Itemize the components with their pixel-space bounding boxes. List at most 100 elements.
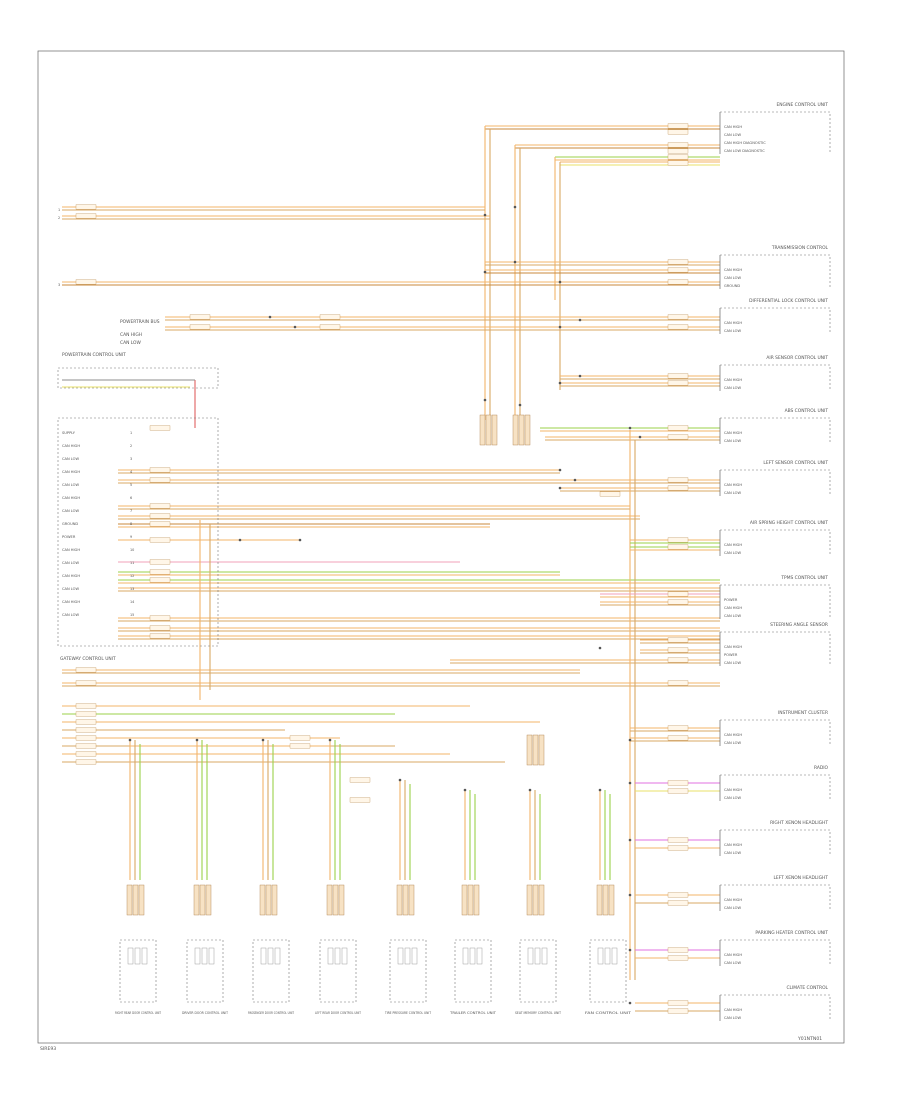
gateway-pin-number: 2: [130, 444, 132, 448]
inline-connector: [461, 884, 468, 916]
splice-dot: [628, 781, 632, 785]
module-title: ENGINE CONTROL UNIT: [776, 102, 828, 108]
inline-connector: [538, 734, 545, 766]
wire-tag: [149, 577, 171, 583]
gateway-pin-label: CAN HIGH: [62, 444, 80, 448]
module-pin-label: POWER: [724, 653, 738, 657]
module-pin: [327, 947, 334, 965]
gateway-pin-number: 12: [130, 574, 134, 578]
inline-connector: [396, 884, 403, 916]
module-pin-label: CAN LOW: [724, 551, 742, 555]
wire-tag: [319, 324, 341, 330]
gateway-pin-label: GROUND: [62, 522, 78, 526]
module-pin: [274, 947, 281, 965]
module-outline: [720, 884, 831, 911]
splice-dot: [293, 325, 297, 329]
module-outline: [454, 939, 492, 1003]
module-title: INSTRUMENT CLUSTER: [778, 710, 828, 716]
wire-tag: [667, 947, 689, 953]
left-low-label: CAN LOW: [120, 340, 141, 346]
module-title: LEFT XENON HEADLIGHT: [773, 875, 828, 881]
wire-tag: [667, 1000, 689, 1006]
gateway-pin-label: CAN LOW: [62, 483, 80, 487]
module-pin-label: CAN HIGH: [724, 543, 742, 547]
module-pin-label: CAN HIGH: [724, 843, 742, 847]
module-pin-label: CAN HIGH: [724, 321, 742, 325]
bottom-module-b6: TRAILER CONTROL UNIT: [449, 939, 497, 1015]
module-pin: [134, 947, 141, 965]
inline-connector: [602, 884, 609, 916]
module-pin-label: CAN LOW: [724, 439, 742, 443]
wire-tag: [289, 735, 311, 741]
wire-tag: [667, 477, 689, 483]
inline-connector: [138, 884, 145, 916]
module-outline: [519, 939, 557, 1003]
module-pin-label: CAN LOW: [724, 796, 742, 800]
inline-connector: [485, 414, 492, 446]
inline-connector: [524, 414, 531, 446]
module-pin-label: CAN LOW: [724, 133, 742, 137]
module-pin: [194, 947, 201, 965]
inline-connector: [338, 884, 345, 916]
module-outline: [720, 364, 831, 391]
splice-dot: [238, 538, 242, 542]
wire-tag: [149, 559, 171, 565]
module-pin-label: POWER: [724, 598, 738, 602]
splice-dot: [328, 738, 332, 742]
wire-tag: [149, 615, 171, 621]
gateway-pin-number: 5: [130, 483, 132, 487]
wire-tag: [667, 537, 689, 543]
wire-tag: [149, 477, 171, 483]
splice-dot: [558, 486, 562, 490]
left-top-label: POWERTRAIN BUS: [120, 319, 160, 325]
module-pin-label: CAN HIGH: [724, 1008, 742, 1012]
module-outline: [720, 631, 831, 666]
splice-dot: [261, 738, 265, 742]
wire-tag: [149, 569, 171, 575]
gateway-pin-number: 8: [130, 522, 132, 526]
module-pin-label: CAN HIGH: [724, 268, 742, 272]
module-title: AIR SENSOR CONTROL UNIT: [766, 355, 828, 361]
inline-connector: [479, 414, 486, 446]
inline-connector: [408, 884, 415, 916]
inline-connector: [526, 884, 533, 916]
svg-text:2: 2: [58, 216, 60, 220]
module-pin-label: CAN LOW: [724, 491, 742, 495]
gateway-pin-number: 10: [130, 548, 134, 552]
inline-connector: [265, 884, 272, 916]
splice-dot: [483, 213, 487, 217]
module-outline: [319, 939, 357, 1003]
wire-tag: [667, 544, 689, 550]
module-title: RIGHT REAR DOOR CONTROL UNIT: [115, 1011, 162, 1015]
wire-tag: [349, 777, 371, 783]
module-title: DIFFERENTIAL LOCK CONTROL UNIT: [749, 298, 828, 304]
wire-tag: [667, 434, 689, 440]
wire-tag: [667, 425, 689, 431]
wire-tag: [149, 425, 171, 431]
module-title: TPMS CONTROL UNIT: [780, 575, 828, 581]
splice-dot: [195, 738, 199, 742]
splice-dot: [483, 270, 487, 274]
splice-dot: [638, 435, 642, 439]
module-title: TRANSMISSION CONTROL: [771, 245, 829, 251]
wire-tag: [319, 314, 341, 320]
module-pin: [597, 947, 604, 965]
module-pin-label: CAN LOW: [724, 851, 742, 855]
module-pin-label: CAN HIGH: [724, 898, 742, 902]
wire-tag: [149, 503, 171, 509]
splice-dot: [558, 280, 562, 284]
gateway-pin-number: 6: [130, 496, 132, 500]
left-bus-labels: 1 2 3 POWERTRAIN BUS CAN HIGH CAN LOW: [58, 208, 160, 346]
diagram-frame: [37, 50, 845, 1044]
svg-text:3: 3: [58, 283, 60, 287]
splice-dot: [628, 838, 632, 842]
wire-tag: [189, 324, 211, 330]
gateway-pin-label: CAN HIGH: [62, 600, 80, 604]
